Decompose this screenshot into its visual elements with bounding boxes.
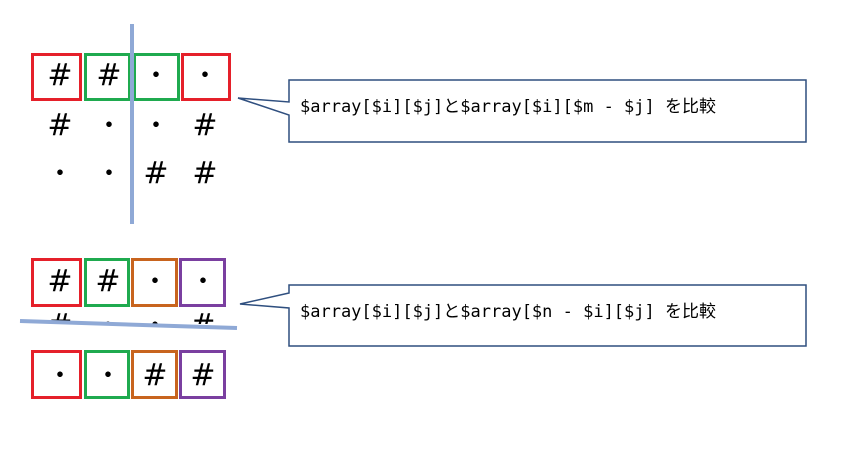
grid1-cell-2-3: # — [192, 156, 218, 191]
grid1-cell-0-0: # — [47, 58, 73, 93]
grid1-highlight-red-left — [31, 53, 82, 101]
grid2-cell-2-0: ・ — [46, 361, 73, 391]
grid1-cell-0-1: # — [96, 58, 122, 93]
grid2-highlight-purple-bottom — [179, 350, 226, 399]
mirror-axis-vertical — [130, 24, 134, 224]
grid2-highlight-purple-top — [179, 258, 226, 307]
grid2-highlight-orange-bottom — [131, 350, 178, 399]
grid2-cell-0-1: # — [95, 264, 121, 299]
grid1-highlight-green-right — [133, 53, 180, 101]
callout-text-1: $array[$i][$j]と$array[$i][$m - $j] を比較 — [300, 97, 716, 117]
grid1-highlight-green-left — [84, 53, 131, 101]
grid2-highlight-red-top — [31, 258, 82, 307]
grid2-cell-2-1: ・ — [94, 361, 121, 391]
grid1-cell-0-2: ・ — [142, 61, 169, 91]
grid1-highlight-red-right — [181, 53, 231, 101]
grid1-cell-1-2: ・ — [142, 111, 169, 141]
grid1-cell-0-3: ・ — [191, 61, 218, 91]
grid1-cell-2-0: ・ — [46, 159, 73, 189]
row-mask — [28, 324, 238, 346]
grid2-cell-0-2: ・ — [141, 267, 168, 297]
grid2-cell-2-2: # — [142, 358, 168, 393]
grid1-cell-2-2: # — [143, 156, 169, 191]
grid2-highlight-green-bottom — [84, 350, 130, 399]
grid1-cell-1-1: ・ — [95, 111, 122, 141]
grid2-cell-0-3: ・ — [189, 267, 216, 297]
callout-text-2: $array[$i][$j]と$array[$n - $i][$j] を比較 — [300, 302, 716, 322]
grid2-highlight-red-bottom — [31, 350, 82, 399]
grid2-highlight-green-top — [84, 258, 130, 307]
grid1-cell-1-3: # — [192, 108, 218, 143]
grid2-cell-2-3: # — [190, 358, 216, 393]
grid2-highlight-orange-top — [131, 258, 178, 307]
grid2-cell-0-0: # — [47, 264, 73, 299]
grid1-cell-1-0: # — [47, 108, 73, 143]
grid1-cell-2-1: ・ — [95, 159, 122, 189]
